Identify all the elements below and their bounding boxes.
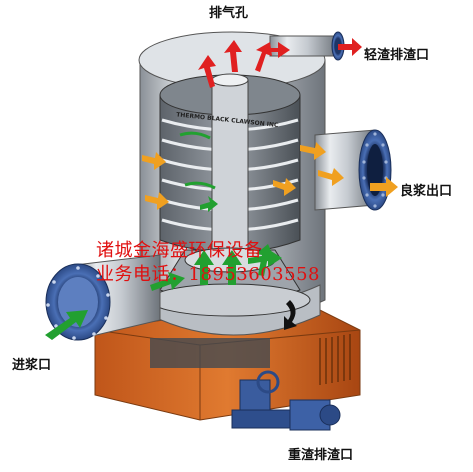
accept-outlet-pipe bbox=[314, 129, 392, 211]
heavy-reject-valve bbox=[231, 370, 341, 431]
heavy-reject-arrow bbox=[284, 300, 297, 330]
heavy-reject-outlet-label: 重渣排渣口 bbox=[288, 448, 354, 463]
accept-outlet-label: 良浆出口 bbox=[400, 184, 453, 199]
orange-flow-arrows bbox=[142, 142, 398, 210]
watermark-phone: 业务电话：18953603558 bbox=[96, 264, 320, 285]
vent-arrows bbox=[198, 38, 362, 88]
vessel-body bbox=[138, 31, 326, 336]
green-flow-arrows bbox=[45, 131, 282, 340]
watermark-company: 诸城金海盛环保设备 bbox=[96, 240, 263, 261]
light-reject-outlet-label: 轻渣排渣口 bbox=[364, 48, 430, 63]
motor-base bbox=[94, 299, 361, 421]
inlet-label: 进浆口 bbox=[12, 358, 52, 373]
vent-label: 排气孔 bbox=[209, 6, 249, 21]
